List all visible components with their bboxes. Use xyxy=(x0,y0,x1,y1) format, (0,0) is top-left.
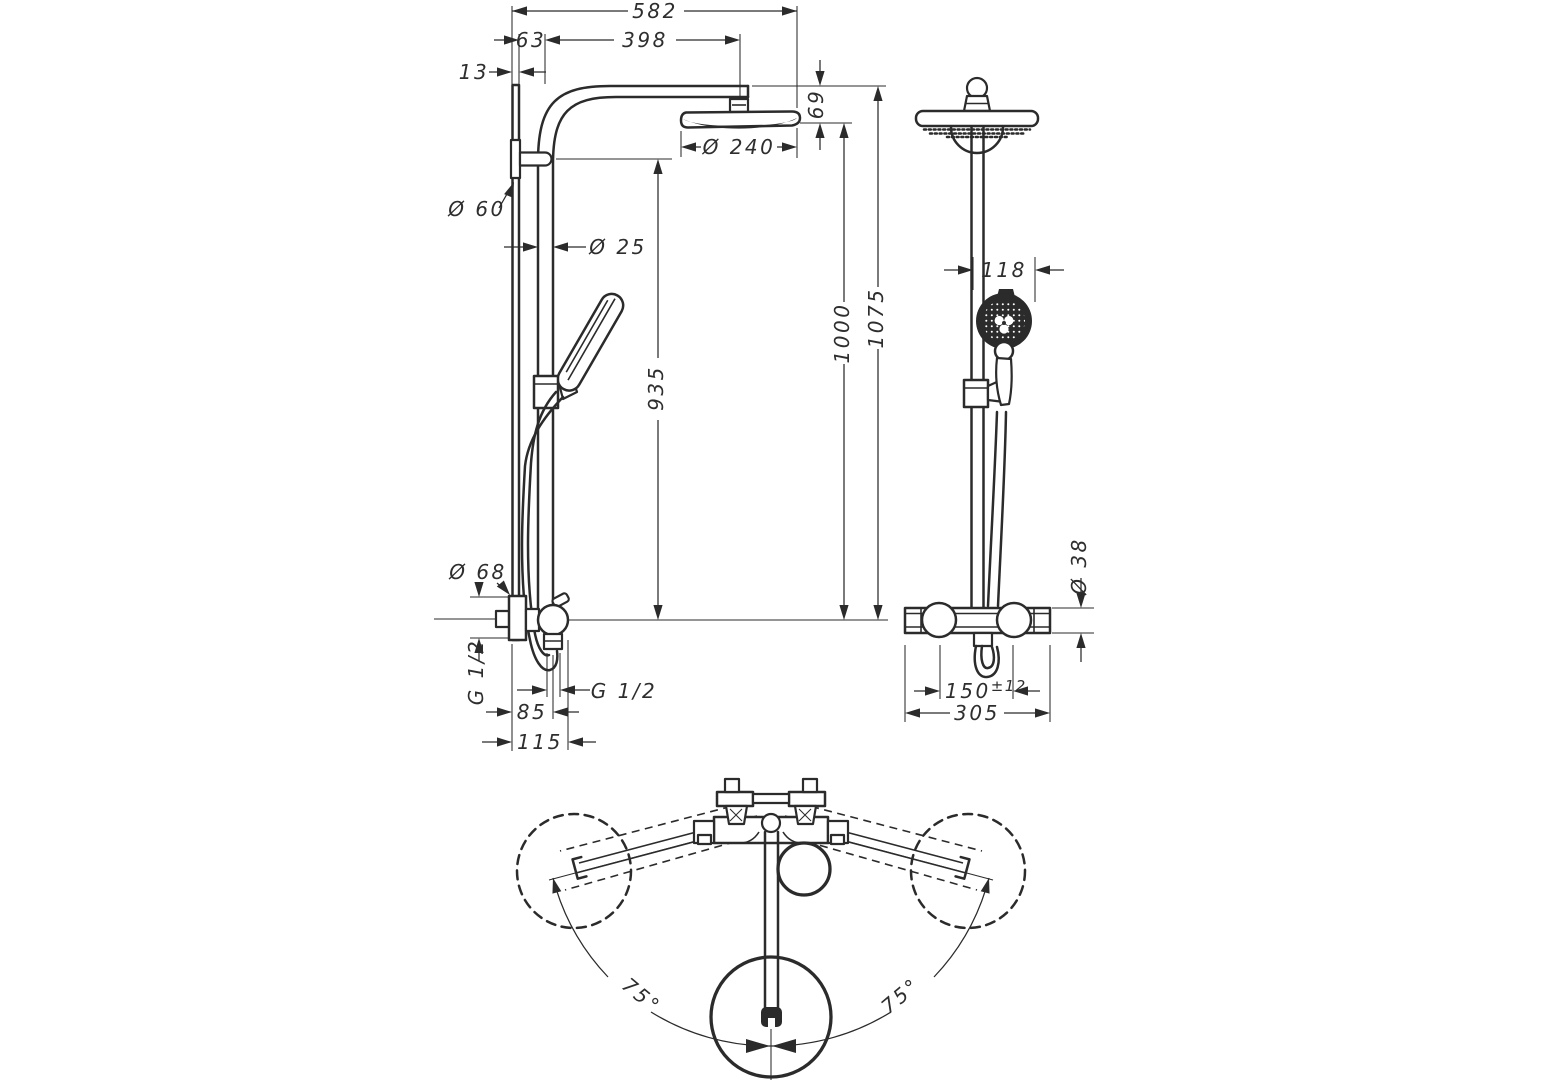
dim-label-inlet-thread: G 1/2 xyxy=(464,639,488,706)
hand-shower-side xyxy=(556,292,625,401)
dim-head-drop: 69 xyxy=(804,60,828,150)
dim-arm-reach: 582 xyxy=(512,0,797,23)
riser-pipe-front xyxy=(970,125,985,610)
dim-label-valve-body-diameter: Ø 38 xyxy=(1067,537,1091,596)
front-view: 118 Ø 38 150±12 xyxy=(903,76,1094,725)
wall-bracket xyxy=(509,138,553,180)
dim-label-outlet-thread: G 1/2 xyxy=(591,679,658,703)
dim-supply-spacing: 150±12 xyxy=(914,677,1040,703)
dim-label-top-escutcheon: Ø 60 xyxy=(447,197,506,221)
dim-label-wall-plate-depth: 13 xyxy=(459,60,489,84)
dim-label-arm-reach: 582 xyxy=(632,0,678,23)
head-position-right-dashed xyxy=(909,812,1027,930)
dim-label-total-height: 1075 xyxy=(864,288,888,349)
top-ball-joint xyxy=(962,76,992,113)
hose-outlet-front xyxy=(972,631,994,648)
dim-riser-height: 935 xyxy=(644,159,668,620)
dim-label-wall-to-outlet: 85 xyxy=(517,700,547,724)
dim-wall-to-riser: 63 xyxy=(494,28,546,52)
side-view-dimensions: 582 63 398 13 xyxy=(447,0,888,754)
valve-knob-side xyxy=(536,603,570,637)
arm-and-head-top-view xyxy=(709,830,833,1080)
dim-label-wall-to-front: 115 xyxy=(517,730,563,754)
thermostat-valve-side xyxy=(434,592,570,651)
dim-label-sprayface-height: 1000 xyxy=(830,303,854,364)
dim-valve-width: 305 xyxy=(905,701,1050,725)
dim-riser-to-head: 398 xyxy=(545,28,740,52)
dim-riser-diameter: Ø 25 xyxy=(504,235,647,259)
select-logo-icon xyxy=(994,315,1014,334)
shower-hose-front xyxy=(986,410,1008,608)
dim-wall-to-outlet: 85 xyxy=(486,700,579,724)
dim-label-swivel-right: 75° xyxy=(876,973,924,1019)
dim-outlet-thread: G 1/2 xyxy=(517,679,658,703)
sprayface-side xyxy=(683,118,797,129)
dim-label-swivel-left: 75° xyxy=(617,973,665,1019)
dim-valve-body-diameter: Ø 38 xyxy=(1067,537,1091,662)
dim-handshower-diameter: 118 xyxy=(944,258,1064,282)
side-view: 582 63 398 13 xyxy=(434,0,888,754)
dim-valve-escutcheon: Ø 68 xyxy=(448,560,514,661)
temperature-knob xyxy=(920,601,958,639)
valve-top-view xyxy=(692,777,850,846)
top-view: 75° 75° xyxy=(515,777,1027,1080)
overhead-shower-side xyxy=(679,110,802,129)
dim-label-head-drop: 69 xyxy=(804,89,828,119)
dim-label-riser-to-head: 398 xyxy=(622,28,668,52)
dim-sprayface-height: 1000 xyxy=(830,123,854,620)
overhead-shower-front xyxy=(914,109,1040,155)
thermostat-valve-front xyxy=(903,601,1052,679)
dim-label-riser-diameter: Ø 25 xyxy=(588,235,647,259)
hand-shower-front xyxy=(976,289,1032,407)
swivel-dashed-outlines xyxy=(515,802,1027,930)
dim-wall-to-front: 115 xyxy=(482,730,596,754)
head-position-left-dashed xyxy=(515,812,633,930)
dim-wall-plate-depth: 13 xyxy=(459,60,546,84)
shower-hose-side xyxy=(520,390,565,672)
dim-label-riser-height: 935 xyxy=(644,365,668,411)
flow-knob xyxy=(995,601,1033,639)
dim-label-wall-to-riser: 63 xyxy=(516,28,546,52)
dim-label-handshower-diameter: 118 xyxy=(981,258,1027,282)
dim-label-valve-width: 305 xyxy=(954,701,1000,725)
handle-grip-front xyxy=(995,356,1013,407)
riser-and-arm xyxy=(536,84,750,610)
dim-label-valve-escutcheon: Ø 68 xyxy=(448,560,507,584)
dim-head-diameter: Ø 240 xyxy=(681,135,797,159)
front-view-dimensions: 118 Ø 38 150±12 xyxy=(904,257,1094,725)
handshower-top-view xyxy=(776,841,832,897)
dim-top-escutcheon: Ø 60 xyxy=(447,180,519,221)
arm-end-cap xyxy=(761,1007,782,1027)
dim-total-height: 1075 xyxy=(864,86,888,620)
valve-escutcheon xyxy=(507,594,528,642)
dim-label-supply-spacing: 150±12 xyxy=(945,677,1027,703)
dim-label-head-diameter: Ø 240 xyxy=(702,135,776,159)
